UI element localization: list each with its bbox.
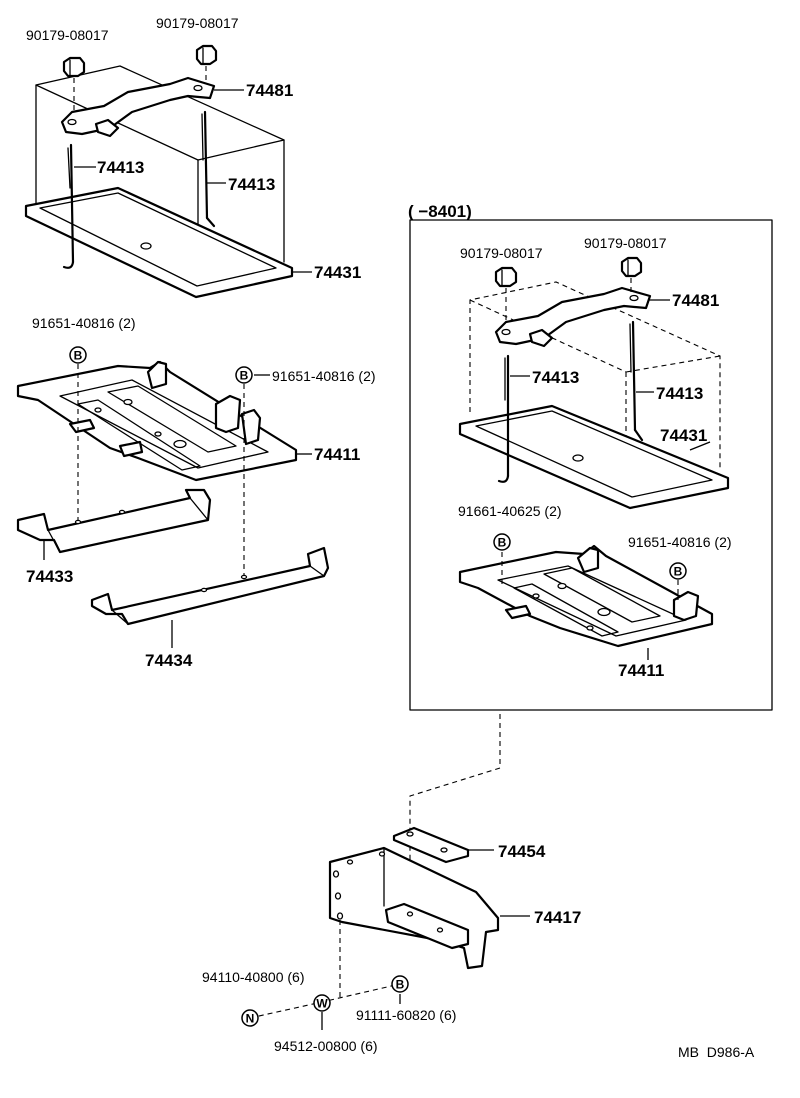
bottom-bolt-symbol: B xyxy=(391,975,409,993)
label-tray-left: 74431 xyxy=(314,263,361,282)
left-bolt-symbol-b: B xyxy=(235,366,253,384)
label-carrier-right: 74411 xyxy=(618,661,664,680)
right-clamp xyxy=(494,286,652,348)
support xyxy=(328,846,500,970)
label-nut-left-b: 90179-08017 xyxy=(156,15,239,31)
label-bolt-bottom: 91111-60820 (6) xyxy=(356,1007,456,1023)
label-bracket-a: 74433 xyxy=(26,567,73,586)
washer-w-symbol: W xyxy=(313,994,331,1012)
variant-frame xyxy=(409,219,773,711)
left-carrier xyxy=(16,360,298,482)
left-bracket-a xyxy=(16,488,212,554)
washer-n-symbol: N xyxy=(241,1009,259,1027)
label-plate: 74454 xyxy=(498,842,546,861)
right-leader-lines xyxy=(510,299,711,660)
left-nut-a xyxy=(62,56,86,112)
label-variant-range: ( −8401) xyxy=(408,202,472,221)
left-rod-rear xyxy=(201,110,216,228)
label-bolt-right-a: 91661-40625 (2) xyxy=(458,503,562,519)
left-battery-assembly: B B xyxy=(16,44,330,626)
left-battery-outline xyxy=(35,65,285,263)
right-nut-a xyxy=(494,266,518,322)
label-support: 74417 xyxy=(534,908,581,927)
right-nut-b xyxy=(620,256,643,292)
label-bolt-right-b: 91651-40816 (2) xyxy=(628,534,732,550)
right-battery-assembly: B B xyxy=(458,256,730,648)
label-rod-right-b: 74413 xyxy=(656,384,703,403)
label-washer-n: 94110-40800 (6) xyxy=(202,969,304,985)
right-bolt-symbol-a: B xyxy=(493,533,511,551)
label-bolt-left-a: 91651-40816 (2) xyxy=(32,315,136,331)
left-bolt-symbol-a: B xyxy=(69,346,87,364)
left-nut-b xyxy=(195,44,218,82)
svg-text:B: B xyxy=(240,369,249,383)
left-leader-lines xyxy=(43,89,312,648)
label-clamp-left: 74481 xyxy=(246,81,293,100)
plate xyxy=(392,826,470,864)
svg-text:W: W xyxy=(316,997,328,1011)
label-nut-left-a: 90179-08017 xyxy=(26,27,109,43)
left-tray xyxy=(24,186,294,299)
svg-text:B: B xyxy=(498,536,507,550)
label-rod-left-b: 74413 xyxy=(228,175,275,194)
label-bolt-left-b: 91651-40816 (2) xyxy=(272,368,376,384)
label-carrier-left: 74411 xyxy=(314,445,360,464)
label-tray-right: 74431 xyxy=(660,426,707,445)
drawing-id: MB D986-A xyxy=(678,1044,755,1060)
svg-text:B: B xyxy=(396,978,405,992)
svg-text:B: B xyxy=(674,565,683,579)
left-rod-front xyxy=(62,143,75,269)
left-bracket-b xyxy=(90,546,330,626)
bottom-leader-lines xyxy=(321,849,530,1030)
right-rod-rear xyxy=(629,320,644,442)
variant-connector-line xyxy=(409,714,501,910)
label-clamp-right: 74481 xyxy=(672,291,719,310)
bottom-assembly: N W B xyxy=(241,826,500,1027)
right-bolt-symbol-b: B xyxy=(669,562,687,580)
label-nut-right-b: 90179-08017 xyxy=(584,235,667,251)
label-rod-left-a: 74413 xyxy=(97,158,144,177)
right-carrier xyxy=(458,544,714,648)
right-rod-front xyxy=(497,354,510,483)
label-washer-w: 94512-00800 (6) xyxy=(274,1038,378,1054)
svg-text:B: B xyxy=(74,349,83,363)
label-bracket-b: 74434 xyxy=(145,651,193,670)
label-nut-right-a: 90179-08017 xyxy=(460,245,543,261)
right-tray xyxy=(458,404,730,510)
svg-text:N: N xyxy=(246,1012,255,1026)
label-rod-right-a: 74413 xyxy=(532,368,579,387)
left-clamp xyxy=(60,76,216,138)
